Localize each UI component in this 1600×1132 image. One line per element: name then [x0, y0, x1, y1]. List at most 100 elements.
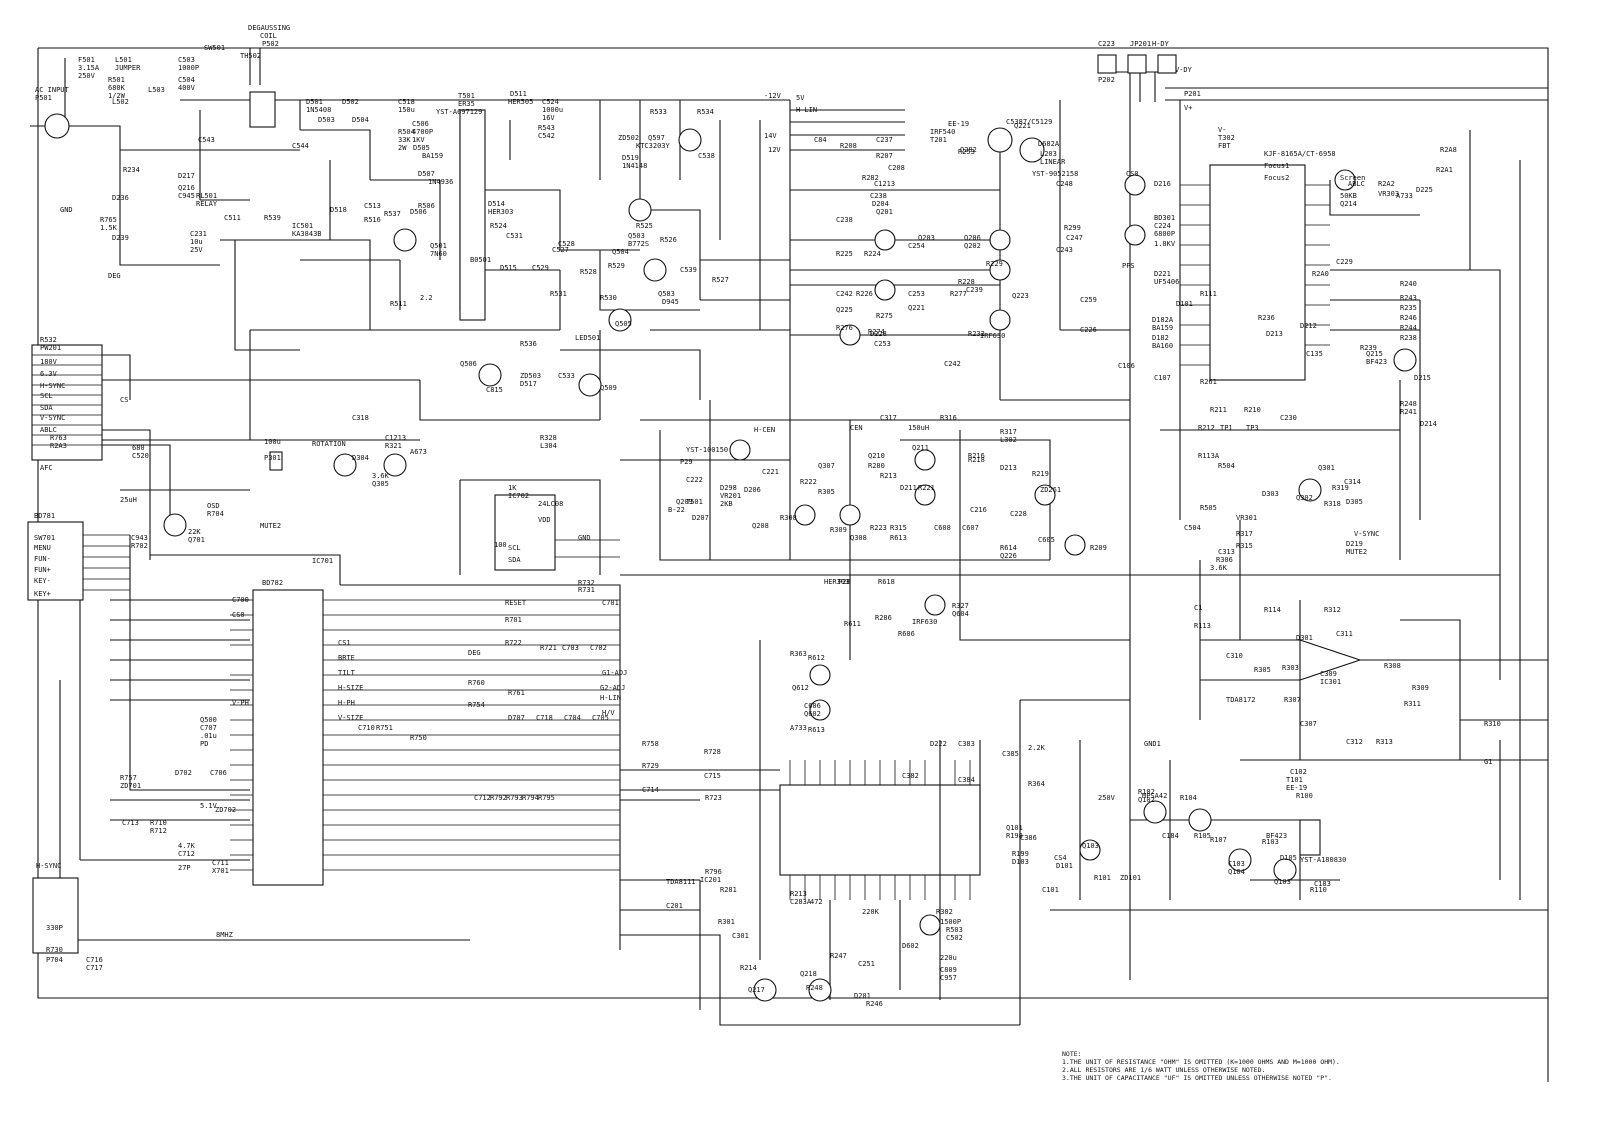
component-label: Q215 — [1366, 350, 1383, 358]
component-label: MUTE2 — [260, 522, 281, 530]
component-label: C945 — [178, 192, 195, 200]
component-label: D298 — [720, 484, 737, 492]
component-label: R516 — [364, 216, 381, 224]
component-label: C511 — [224, 214, 241, 222]
component-label: H-LIN — [600, 694, 621, 702]
component-label: R505 — [1200, 504, 1217, 512]
component-label: D517 — [520, 380, 537, 388]
component-label: C312 — [1346, 738, 1363, 746]
component-label: C383 — [958, 740, 975, 748]
component-label: R760 — [468, 679, 485, 687]
component-label: L502 — [112, 98, 129, 106]
component-label: C251 — [858, 960, 875, 968]
component-label: C527 — [552, 246, 569, 254]
component-label: MUTE2 — [1346, 548, 1367, 556]
component-label: R105 — [1194, 832, 1211, 840]
component-label: R101 — [1094, 874, 1111, 882]
component-label: 16V — [542, 114, 555, 122]
component-label: R244 — [1400, 324, 1417, 332]
component-label: 1N5408 — [306, 106, 331, 114]
component-label: IRF630 — [912, 618, 937, 626]
component-label: AC INPUT — [35, 86, 70, 94]
component-label: 100 — [494, 541, 507, 549]
component-label: R110 — [1310, 886, 1327, 894]
component-label: CS4 — [1054, 854, 1067, 862]
component-label: BA159 — [1152, 324, 1173, 332]
component-label: V-PH — [232, 699, 249, 707]
component-label: SW501 — [204, 44, 225, 52]
component-label: P501 — [35, 94, 52, 102]
component-label: C231 — [190, 230, 207, 238]
component-label: D518 — [330, 206, 347, 214]
component-label: R2A0 — [1312, 270, 1329, 278]
component-label: D519 — [622, 154, 639, 162]
note-heading: NOTE: — [1062, 1050, 1082, 1058]
component-label: 680 — [132, 444, 145, 452]
component-label: C606 — [804, 702, 821, 710]
component-label: C135 — [1306, 350, 1323, 358]
component-label: H-SIZE — [338, 684, 363, 692]
component-label: R311 — [1404, 700, 1421, 708]
component-label: R308 — [1384, 662, 1401, 670]
note-line-1: 1.THE UNIT OF RESISTANCE "OHM" IS OMITTE… — [1062, 1058, 1340, 1066]
component-label: C718 — [536, 714, 553, 722]
component-label: Q503 — [628, 232, 645, 240]
component-label: R751 — [376, 724, 393, 732]
wiring — [27, 47, 1549, 1082]
component-label: V-SYNC — [40, 414, 65, 422]
component-label: R303 — [1282, 664, 1299, 672]
component-label: D219 — [1346, 540, 1363, 548]
component-label: YST-A180830 — [1300, 856, 1346, 864]
component-label: C706 — [210, 769, 227, 777]
component-label: BA160 — [1152, 342, 1173, 350]
component-label: EE-19 — [948, 120, 969, 128]
component-label: Q612 — [792, 684, 809, 692]
component-label: TP1 — [1220, 424, 1233, 432]
component-label: 25uH — [120, 496, 137, 504]
component-label: BD301 — [1154, 214, 1175, 222]
component-label: EE-19 — [1286, 784, 1307, 792]
component-label: D503 — [318, 116, 335, 124]
component-label: 22K — [188, 528, 201, 536]
component-label: YST-9052158 — [1032, 170, 1078, 178]
component-label: L501 — [115, 56, 132, 64]
component-label: Q221 — [1014, 122, 1031, 130]
component-label: VR201 — [720, 492, 741, 500]
component-label: H/V — [602, 709, 615, 717]
component-label: C253 — [908, 290, 925, 298]
component-label: UF5406 — [1154, 278, 1179, 286]
component-label: BD781 — [34, 512, 55, 520]
component-label: R274 — [868, 328, 885, 336]
component-label: R501 — [108, 76, 125, 84]
component-label: R702 — [131, 542, 148, 550]
component-label: R730 — [46, 946, 63, 954]
component-label: R261 — [1200, 378, 1217, 386]
component-label: C317 — [880, 414, 897, 422]
component-label: R113A — [1198, 452, 1220, 460]
component-label: C242 — [836, 290, 853, 298]
component-label: R728 — [704, 748, 721, 756]
component-label: D682A — [1038, 140, 1060, 148]
component-label: Q221 — [908, 304, 925, 312]
component-label: R302 — [936, 908, 953, 916]
component-label: R313 — [1376, 738, 1393, 746]
component-label: R721 — [540, 644, 557, 652]
component-label: R213 — [790, 890, 807, 898]
component-label: D225 — [1416, 186, 1433, 194]
component-label: T501 — [686, 498, 703, 506]
component-label: Q103 — [1082, 842, 1099, 850]
component-label: R102 — [1138, 788, 1155, 796]
component-label: D239 — [112, 234, 129, 242]
component-label: C106 — [1118, 362, 1135, 370]
component-label: 180V — [40, 358, 58, 366]
component-label: 33K — [398, 136, 411, 144]
component-label: D236 — [112, 194, 129, 202]
component-label: ZD503 — [520, 372, 541, 380]
component-label: C520 — [132, 452, 149, 460]
component-label: 330P — [46, 924, 63, 932]
component-label: R305 — [1254, 666, 1271, 674]
component-label: C314 — [1344, 478, 1361, 486]
component-label: 1000P — [178, 64, 199, 72]
component-label: R228 — [958, 278, 975, 286]
component-label: 5V — [796, 94, 805, 102]
